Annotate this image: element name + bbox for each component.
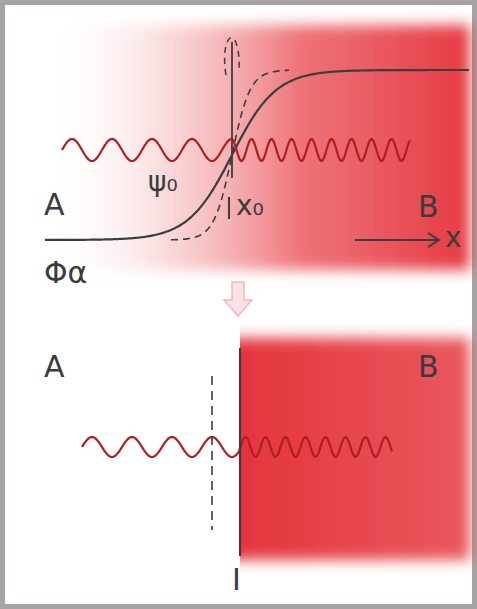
field-symbol: Φα — [44, 258, 87, 288]
filled-region — [240, 338, 470, 560]
wall-line — [239, 348, 241, 556]
region-label: B — [418, 192, 439, 222]
field-symbol: ψ₀ — [148, 168, 178, 196]
interface-label: I — [232, 565, 241, 595]
profile-curve — [45, 70, 469, 240]
axis-label: x — [445, 224, 462, 252]
tick-mark — [228, 197, 230, 219]
region-label: A — [44, 190, 65, 220]
density-gradient — [45, 25, 470, 270]
wave — [82, 437, 392, 457]
region-label: A — [44, 352, 65, 382]
dashed-marker — [225, 38, 240, 75]
dashed-wall — [211, 376, 213, 530]
region-label: B — [418, 352, 439, 382]
position-line — [231, 42, 233, 178]
transition-arrow — [224, 282, 252, 316]
sharp-profile-curve — [171, 70, 289, 240]
position-label: x₀ — [236, 192, 264, 220]
wave — [62, 139, 410, 161]
axis-arrow — [355, 239, 438, 241]
axis-arrowhead — [428, 233, 439, 247]
